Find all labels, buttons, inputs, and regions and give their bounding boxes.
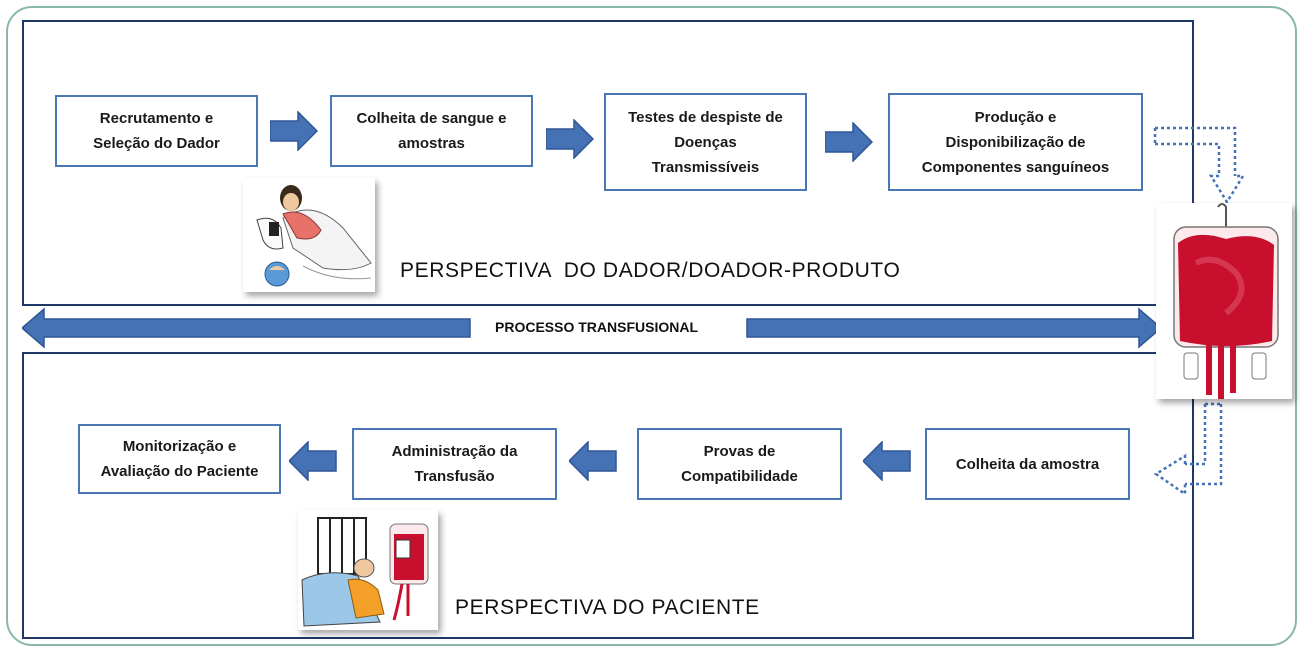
arrow-left-icon [863, 441, 911, 481]
patient-illustration-icon [301, 517, 429, 627]
step-component-production: Produção e Disponibilização de Componentes… [888, 93, 1143, 191]
arrow-left-icon [289, 441, 337, 481]
arrow-right-icon [270, 111, 318, 151]
outer-frame [6, 6, 1297, 646]
step-line: Doenças [674, 133, 737, 151]
patient-illustration [298, 510, 438, 630]
blood-bag-illustration [1156, 203, 1292, 399]
step-line: Monitorização e [122, 438, 237, 455]
step-line: amostras [398, 135, 465, 152]
step-line: Produção e [974, 108, 1057, 126]
process-label: PROCESSO TRANSFUSIONAL [495, 319, 699, 335]
step-line: Administração da [391, 443, 518, 460]
step-compatibility-tests: Provas de Compatibilidade [637, 428, 842, 500]
dotted-down-arrow-icon [1153, 126, 1246, 205]
step-donor-recruitment: Recrutamento e Seleção do Dador [55, 95, 258, 167]
step-line: Colheita da amostra [955, 455, 1100, 473]
arrow-right-icon [546, 119, 594, 159]
process-double-arrow-icon [22, 307, 1162, 349]
step-line: Componentes sanguíneos [921, 158, 1110, 176]
step-transfusion-administration: Administração da Transfusão [352, 428, 557, 500]
step-blood-collection: Colheita de sangue e amostras [330, 95, 533, 167]
step-line: Disponibilização de [945, 133, 1086, 151]
blood-bag-icon [1173, 203, 1279, 399]
step-patient-monitoring: Monitorização e Avaliação do Paciente [78, 424, 281, 494]
donor-illustration [243, 178, 375, 292]
step-line: Transfusão [414, 468, 495, 485]
step-line: Testes de despiste de [628, 108, 783, 126]
step-sample-collection: Colheita da amostra [925, 428, 1130, 500]
step-line: Compatibilidade [681, 468, 798, 485]
step-line: Seleção do Dador [93, 135, 220, 152]
step-line: Colheita de sangue e [356, 110, 507, 127]
arrow-left-icon [569, 441, 617, 481]
arrow-right-icon [825, 122, 873, 162]
step-line: Avaliação do Paciente [100, 463, 259, 480]
step-line: Provas de [703, 443, 776, 460]
patient-perspective-title: PERSPECTIVA DO PACIENTE [455, 596, 760, 619]
donor-illustration-icon [256, 185, 372, 287]
dotted-left-arrow-icon [1153, 402, 1223, 497]
step-line: Transmissíveis [651, 158, 760, 176]
step-line: Recrutamento e [99, 110, 214, 127]
donor-perspective-title: PERSPECTIVA DO DADOR/DOADOR-PRODUTO [400, 259, 901, 282]
